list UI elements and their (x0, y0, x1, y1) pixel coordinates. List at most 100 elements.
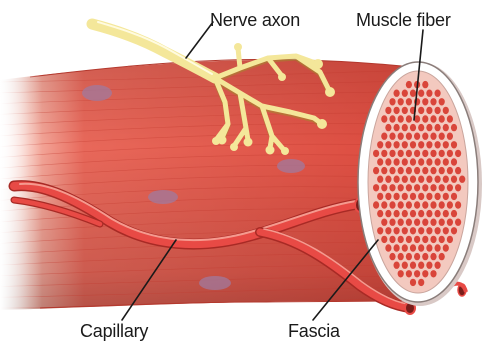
muscle-fiber-cell (414, 167, 420, 174)
muscle-fiber-cell (422, 150, 428, 157)
muscle-fiber-cell (373, 167, 379, 174)
muscle-fiber-cell (426, 158, 432, 165)
muscle-fiber-cell (435, 141, 441, 148)
muscle-fiber-cell (422, 98, 428, 105)
muscle-fiber-cell (447, 236, 453, 243)
muscle-fiber-cell (430, 253, 436, 260)
muscle-fiber-cell (439, 201, 445, 208)
muscle-fiber-cell (418, 176, 424, 183)
muscle-fiber-cell (406, 184, 412, 191)
muscle-fiber-cell (435, 244, 441, 251)
muscle-fiber-cell (385, 141, 391, 148)
muscle-fiber-cell (398, 270, 404, 277)
muscle-fiber-cell (410, 279, 416, 286)
muscle-fiber-cell (422, 201, 428, 208)
muscle-fiber-cell (451, 141, 457, 148)
muscle-fiber-cell (443, 210, 449, 217)
muscle-fiber-cell (422, 219, 428, 226)
muscle-fiber-cell (414, 184, 420, 191)
muscle-fiber-cell (406, 150, 412, 157)
muscle-fiber-cell (439, 115, 445, 122)
muscle-fiber-cell (402, 124, 408, 131)
muscle-fiber-cell (439, 133, 445, 140)
muscle-fiber-cell (389, 201, 395, 208)
nucleus (199, 276, 231, 290)
muscle-fiber-cell (426, 244, 432, 251)
muscle-fiber-cell (447, 201, 453, 208)
muscle-fiber-cell (410, 193, 416, 200)
muscle-fiber-cell (381, 201, 387, 208)
muscle-fiber-cell (414, 236, 420, 243)
muscle-fiber-cell (377, 176, 383, 183)
muscle-fiber-cell (398, 98, 404, 105)
muscle-fiber-cell (402, 262, 408, 269)
muscle-fiber-cell (422, 133, 428, 140)
muscle-fiber-cell (451, 210, 457, 217)
muscle-fiber-cell (406, 81, 412, 88)
muscle-fiber-cell (394, 262, 400, 269)
muscle-fiber-cell (418, 90, 424, 97)
muscle-fiber-cell (418, 210, 424, 217)
muscle-fiber-cell (443, 141, 449, 148)
muscle-fiber-cell (394, 90, 400, 97)
muscle-fiber-cell (377, 141, 383, 148)
muscle-fiber-cell (443, 176, 449, 183)
muscle-fiber-cell (435, 107, 441, 114)
muscle-fiber-cell (394, 227, 400, 234)
muscle-fiber-cell (394, 244, 400, 251)
muscle-fiber-cell (373, 150, 379, 157)
muscle-fiber-cell (435, 158, 441, 165)
muscle-fiber-cell (406, 219, 412, 226)
muscle-fiber-cell (410, 210, 416, 217)
muscle-fiber-cell (422, 167, 428, 174)
muscle-fiber-cell (389, 167, 395, 174)
muscle-fiber-cell (398, 133, 404, 140)
muscle-fiber-cell (439, 98, 445, 105)
muscle-fiber-cell (418, 262, 424, 269)
muscle-fiber-cell (426, 176, 432, 183)
muscle-fiber-cell (443, 227, 449, 234)
muscle-fiber-cell (381, 219, 387, 226)
muscle-fiber-cell (414, 219, 420, 226)
muscle-fiber-cell (410, 227, 416, 234)
muscle-fiber-cell (381, 236, 387, 243)
muscle-fiber-cell (439, 219, 445, 226)
label-muscle-fiber: Muscle fiber (356, 11, 451, 29)
muscle-fiber-cell (406, 167, 412, 174)
muscle-fiber-cell (447, 184, 453, 191)
muscle-fiber-cell (385, 210, 391, 217)
muscle-fiber-cell (430, 219, 436, 226)
muscle-fiber-cell (398, 167, 404, 174)
muscle-fiber-cell (426, 141, 432, 148)
leader-line-nerve-axon (186, 22, 213, 58)
muscle-fiber-cell (430, 133, 436, 140)
muscle-fiber-cell (451, 176, 457, 183)
muscle-fiber-cell (455, 150, 461, 157)
muscle-fiber-cell (406, 253, 412, 260)
muscle-fiber-cell (410, 124, 416, 131)
muscle-fiber-cell (402, 193, 408, 200)
muscle-fiber-cell (406, 133, 412, 140)
muscle-fiber-cell (394, 107, 400, 114)
muscle-fiber-cell (398, 236, 404, 243)
muscle-fiber-cell (394, 193, 400, 200)
muscle-fiber-cell (402, 141, 408, 148)
muscle-fiber-cell (430, 201, 436, 208)
muscle-fiber-cell (402, 90, 408, 97)
muscle-fiber-cell (385, 176, 391, 183)
muscle-fiber-cell (381, 133, 387, 140)
muscle-fiber-cell (435, 227, 441, 234)
muscle-fiber-cell (439, 167, 445, 174)
muscle-fiber-cell (418, 279, 424, 286)
muscle-fiber-cell (377, 158, 383, 165)
muscle-fiber-cell (402, 158, 408, 165)
muscle-fiber-cell (385, 158, 391, 165)
muscle-fiber-cell (447, 150, 453, 157)
nucleus (148, 190, 178, 204)
muscle-fiber-cell (418, 193, 424, 200)
muscle-fiber-cell (443, 107, 449, 114)
muscle-fiber-cell (406, 115, 412, 122)
muscle-fiber-cell (422, 81, 428, 88)
muscle-fiber-cell (389, 184, 395, 191)
nucleus (277, 159, 305, 173)
